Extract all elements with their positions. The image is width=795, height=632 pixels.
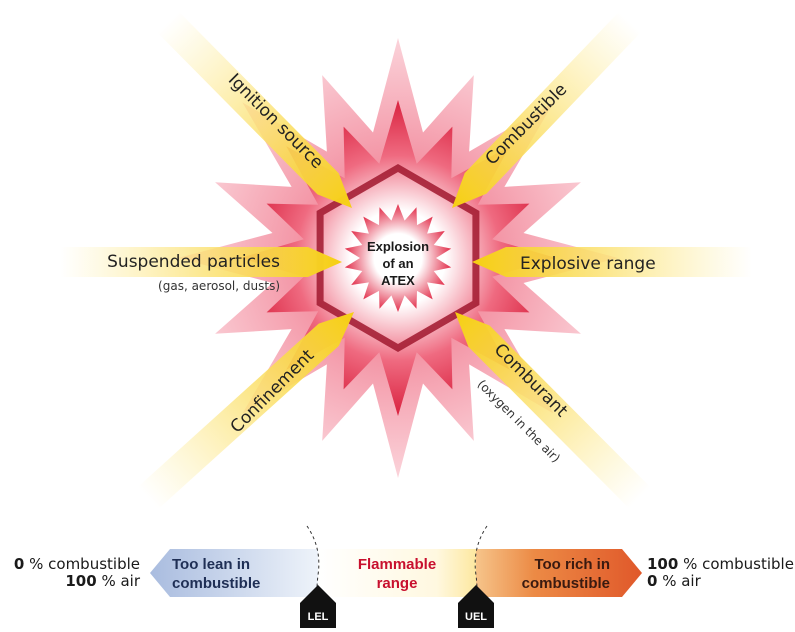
label-combustible: Combustible: [482, 80, 572, 170]
label-suspended-particles: Suspended particles: [107, 252, 280, 272]
left-air-line: 100 % air: [14, 573, 140, 590]
lel-label: LEL: [308, 611, 329, 623]
concentration-scale: LEL UEL Too lean in combustible Flammabl…: [150, 525, 642, 628]
too-rich-label-line-2: combustible: [522, 575, 610, 592]
right-air-text: % air: [657, 572, 701, 590]
factor-rays: [60, 11, 752, 510]
too-rich-label-line-1: Too rich in: [534, 556, 610, 573]
center-label-line-1: Explosion: [367, 239, 429, 254]
ray-confinement: [137, 311, 354, 510]
too-lean-label-line-2: combustible: [172, 575, 260, 592]
center-explosion-star: [344, 204, 452, 312]
ray-comburant: [454, 312, 651, 509]
right-combustible-line: 100 % combustible: [647, 556, 794, 573]
right-combustible-text: % combustible: [678, 555, 794, 573]
left-combustible-line: 0 % combustible: [14, 556, 140, 573]
ray-combustible: [452, 11, 641, 209]
too-lean-arrow: [150, 549, 318, 597]
center-label-line-3: ATEX: [381, 273, 415, 288]
left-combustible-text: % combustible: [24, 555, 140, 573]
right-air-line: 0 % air: [647, 573, 794, 590]
flammable-label-line-1: Flammable: [358, 556, 436, 573]
right-combustible-percent: 100: [647, 555, 679, 573]
uel-marker: [458, 585, 494, 628]
hexagon-outline: [316, 163, 480, 353]
left-combustible-percent: 0: [13, 555, 25, 573]
flammable-label-line-2: range: [377, 575, 418, 592]
center-label-line-2: of an: [382, 256, 413, 271]
left-air-text: % air: [96, 572, 140, 590]
right-air-percent: 0: [647, 572, 658, 590]
uel-label: UEL: [465, 611, 487, 623]
too-lean-label-line-1: Too lean in: [172, 556, 250, 573]
flammable-range-band: [318, 549, 476, 597]
too-rich-arrow: [476, 549, 642, 597]
label-confinement: Confinement: [227, 345, 319, 437]
ray-ignition-source: [157, 11, 352, 209]
label-explosive-range: Explosive range: [520, 254, 656, 274]
ray-suspended-particles: [60, 247, 342, 277]
label-suspended-particles-note: (gas, aerosol, dusts): [158, 279, 280, 293]
lel-marker: [300, 585, 336, 628]
ray-explosive-range: [472, 247, 752, 277]
right-composition: 100 % combustible 0 % air: [647, 556, 794, 590]
left-composition: 0 % combustible 100 % air: [14, 556, 140, 590]
left-air-percent: 100: [65, 572, 97, 590]
